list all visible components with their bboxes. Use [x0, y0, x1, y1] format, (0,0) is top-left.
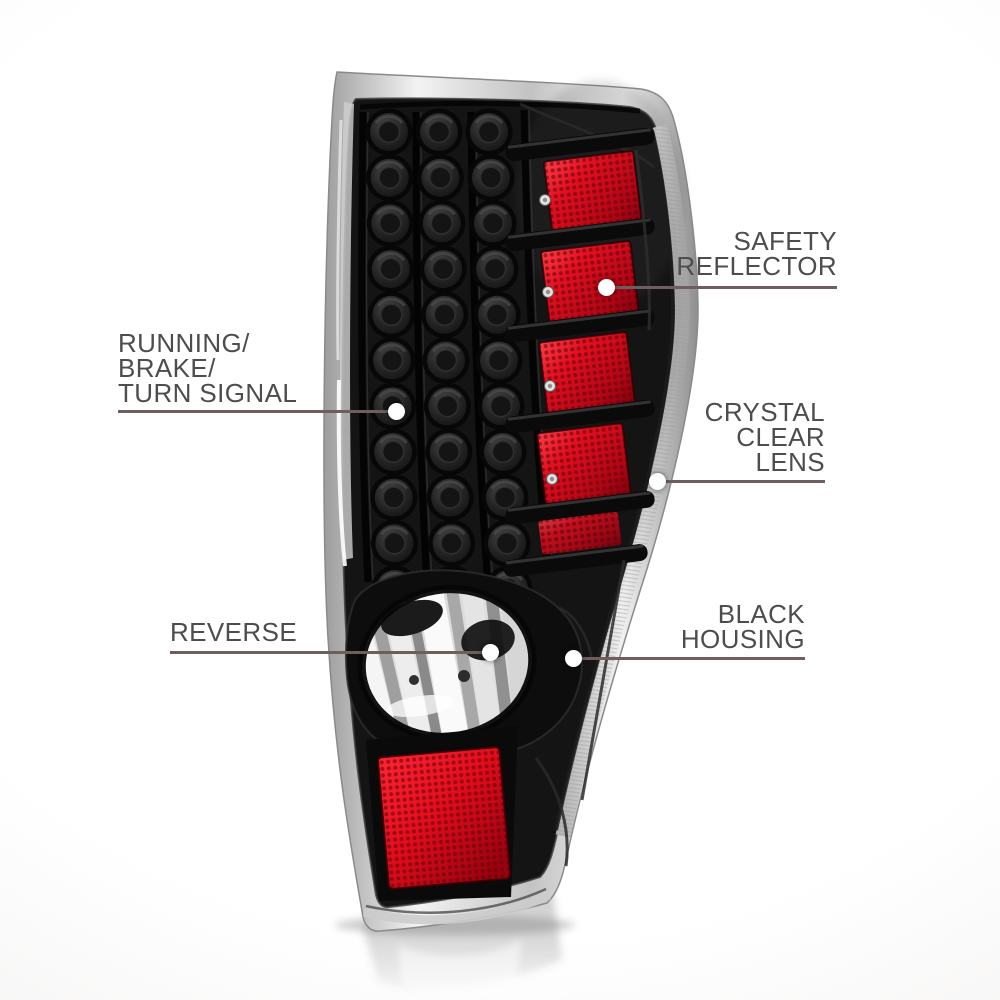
- callout-text-line: CLEAR: [736, 422, 825, 452]
- callout-dot: [387, 402, 405, 420]
- led-emitter: [425, 472, 476, 523]
- callout-text-line: BLACK: [717, 599, 805, 629]
- callout-text-line: BRAKE/: [118, 353, 216, 383]
- led-emitter: [474, 335, 524, 386]
- led-emitter: [466, 152, 516, 203]
- led-emitter: [419, 289, 470, 340]
- callout-reverse-label: REVERSE: [170, 617, 298, 647]
- reverse-light: [344, 569, 583, 761]
- led-emitter: [470, 244, 520, 295]
- callout-dot: [597, 278, 615, 296]
- safety-reflector-stack: [503, 127, 655, 577]
- callout-text-line: RUNNING/: [118, 328, 250, 358]
- callout-text-line: CRYSTAL: [704, 397, 825, 427]
- bottom-chrome-lip: [362, 887, 551, 925]
- callout-black-housing-label: BLACK HOUSING: [680, 599, 805, 654]
- leader-line: [606, 285, 837, 289]
- led-emitter: [423, 426, 474, 477]
- led-emitter: [366, 289, 417, 340]
- led-emitter: [369, 518, 420, 569]
- callout-dot: [564, 649, 582, 667]
- mounting-pins: [539, 194, 558, 485]
- callout-text-line: REFLECTOR: [676, 251, 837, 281]
- led-emitter: [368, 426, 419, 477]
- led-emitter: [365, 244, 416, 295]
- callout-dot: [481, 643, 499, 661]
- leader-line: [118, 409, 396, 413]
- bottom-reflector: [366, 726, 518, 901]
- led-emitter: [364, 107, 414, 157]
- led-emitter: [421, 335, 471, 386]
- led-emitter: [422, 381, 473, 432]
- led-emitter: [418, 244, 469, 295]
- housing-ridges-right: [534, 149, 651, 867]
- callout-text-line: TURN SIGNAL: [118, 378, 298, 408]
- leader-line: [170, 650, 490, 654]
- crystal-clear-lens-band: [554, 124, 690, 838]
- reverse-chrome-reflector: [351, 577, 543, 749]
- led-emitter: [414, 107, 464, 157]
- reflector-ridge-bars: [503, 127, 655, 577]
- led-emitter: [478, 426, 528, 477]
- led-emitter: [364, 152, 415, 203]
- callout-running-label: RUNNING/ BRAKE/ TURN SIGNAL: [118, 328, 298, 408]
- led-emitter: [367, 335, 417, 386]
- led-emitter: [426, 518, 477, 569]
- led-emitter: [368, 472, 419, 523]
- callout-text-line: HOUSING: [680, 624, 805, 654]
- callout-text-line: LENS: [755, 447, 825, 477]
- callout-safety-reflector-label: SAFETY REFLECTOR: [676, 226, 837, 281]
- led-emitter: [415, 152, 466, 203]
- callout-dot: [648, 472, 666, 490]
- led-emitter: [365, 198, 416, 249]
- leader-line: [657, 479, 825, 483]
- led-emitter: [416, 198, 467, 249]
- callout-text-line: REVERSE: [170, 617, 298, 647]
- left-lens-strip: [336, 102, 354, 567]
- leader-line: [573, 656, 805, 660]
- led-emitter: [464, 107, 514, 157]
- callout-text-line: SAFETY: [733, 226, 837, 256]
- callout-crystal-label: CRYSTAL CLEAR LENS: [704, 397, 825, 477]
- led-grid: [364, 107, 534, 614]
